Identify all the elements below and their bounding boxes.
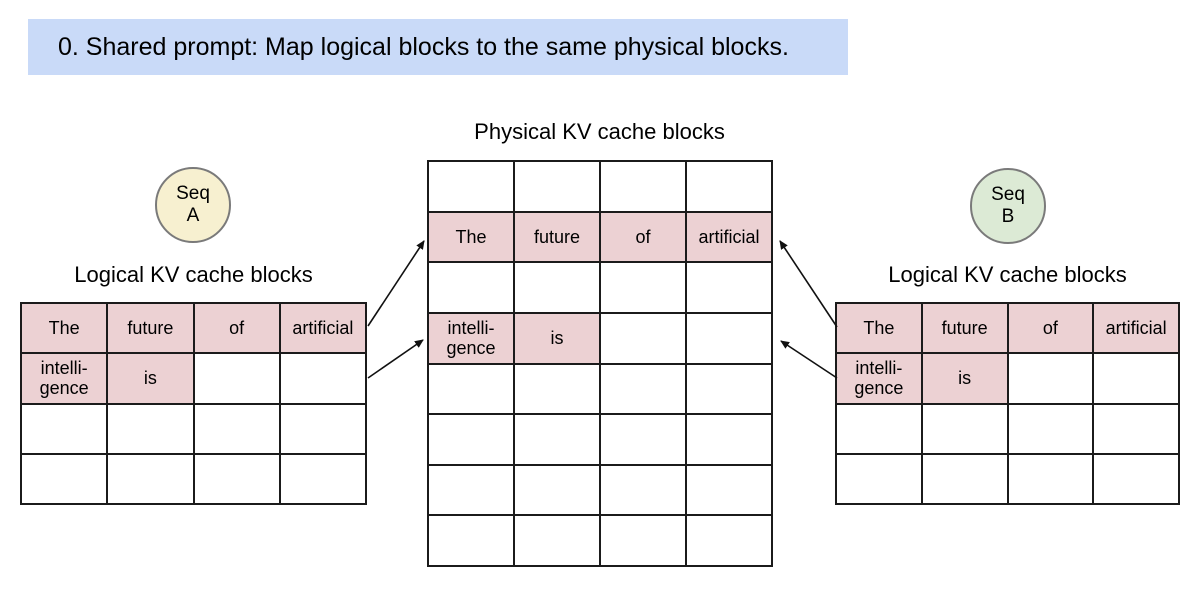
physical-kv-table-cell-r2-c2: future <box>514 211 600 263</box>
arrow-seq-b-block1-to-physical <box>780 340 838 379</box>
physical-kv-table-cell-r1-c4 <box>686 161 772 212</box>
physical-kv-table-cell-r1-c2 <box>514 161 600 212</box>
physical-kv-table-cell-r3-c3 <box>600 262 686 313</box>
physical-kv-table-cell-r8-c2 <box>514 515 600 566</box>
physical-blocks-title: Physical KV cache blocks <box>474 119 725 144</box>
logical-kv-table-seq-b-cell-r2-c3 <box>1007 353 1094 404</box>
seq-a-badge-line2: A <box>186 205 200 226</box>
logical-kv-table-seq-b-cell-r1-c4: artificial <box>1093 303 1179 354</box>
physical-kv-table-cell-r8-c1 <box>428 515 514 566</box>
arrow-seq-a-block0-to-physical <box>367 240 425 327</box>
physical-kv-table-cell-r7-c3 <box>600 464 686 516</box>
physical-kv-table-cell-r8-c4 <box>686 515 772 566</box>
seq-b-badge-line2: B <box>1001 206 1015 227</box>
physical-kv-table-cell-r7-c2 <box>514 464 600 516</box>
seq-b-badge: Seq B <box>970 168 1046 244</box>
logical-kv-table-seq-b-cell-r3-c4 <box>1093 403 1179 454</box>
physical-kv-table-cell-r7-c1 <box>428 464 514 516</box>
physical-kv-table-cell-r5-c4 <box>686 363 772 415</box>
seq-a-badge: Seq A <box>155 167 231 243</box>
logical-kv-table-seq-a-cell-r2-c3 <box>193 353 280 404</box>
logical-kv-table-seq-b-cell-r2-c4 <box>1093 353 1179 404</box>
logical-kv-table-seq-b-cell-r4-c4 <box>1093 453 1179 504</box>
logical-kv-table-seq-a-cell-r3-c1 <box>21 403 108 454</box>
physical-kv-table-cell-r3-c2 <box>514 262 600 313</box>
physical-kv-table-cell-r7-c4 <box>686 464 772 516</box>
logical-kv-table-seq-a-cell-r3-c4 <box>279 403 366 454</box>
physical-kv-table-cell-r1-c1 <box>428 161 514 212</box>
logical-kv-table-seq-a-cell-r4-c1 <box>21 453 108 504</box>
physical-kv-table-cell-r5-c1 <box>428 363 514 415</box>
logical-kv-table-seq-a-cell-r1-c2: future <box>107 303 194 354</box>
logical-kv-table-seq-a-cell-r2-c1: intelli- gence <box>21 353 108 404</box>
physical-kv-table-cell-r6-c3 <box>600 414 686 465</box>
logical-kv-table-seq-a-cell-r1-c1: The <box>21 303 108 354</box>
logical-kv-table-seq-b-cell-r3-c3 <box>1007 403 1094 454</box>
logical-kv-table-seq-a-cell-r3-c3 <box>193 403 280 454</box>
physical-kv-table-cell-r4-c3 <box>600 312 686 364</box>
logical-kv-table-seq-b-cell-r2-c1: intelli- gence <box>836 353 922 404</box>
logical-kv-table-seq-b-cell-r2-c2: is <box>921 353 1008 404</box>
physical-kv-table-cell-r6-c2 <box>514 414 600 465</box>
logical-blocks-title-seq-a: Logical KV cache blocks <box>74 262 313 287</box>
logical-kv-table-seq-b-cell-r3-c1 <box>836 403 922 454</box>
title-banner: 0. Shared prompt: Map logical blocks to … <box>28 19 848 75</box>
physical-kv-table-cell-r5-c3 <box>600 363 686 415</box>
arrow-seq-a-block1-to-physical <box>367 339 424 379</box>
physical-kv-table-cell-r6-c4 <box>686 414 772 465</box>
logical-kv-table-seq-b-cell-r4-c3 <box>1007 453 1094 504</box>
logical-kv-table-seq-a-cell-r1-c4: artificial <box>279 303 366 354</box>
logical-kv-table-seq-b-cell-r4-c1 <box>836 453 922 504</box>
physical-kv-table-cell-r2-c4: artificial <box>686 211 772 263</box>
physical-kv-table-cell-r4-c4 <box>686 312 772 364</box>
physical-kv-table-cell-r1-c3 <box>600 161 686 212</box>
title-banner-text: 0. Shared prompt: Map logical blocks to … <box>58 32 789 61</box>
seq-b-badge-line1: Seq <box>991 184 1025 206</box>
physical-kv-table-cell-r8-c3 <box>600 515 686 566</box>
logical-kv-table-seq-a-cell-r3-c2 <box>107 403 194 454</box>
arrow-seq-b-block0-to-physical <box>779 240 838 328</box>
physical-kv-table-cell-r4-c2: is <box>514 312 600 364</box>
logical-kv-table-seq-a-cell-r2-c2: is <box>107 353 194 404</box>
logical-kv-table-seq-a-cell-r1-c3: of <box>193 303 280 354</box>
physical-kv-table-cell-r5-c2 <box>514 363 600 415</box>
logical-kv-table-seq-b-cell-r1-c3: of <box>1007 303 1094 354</box>
logical-blocks-title-seq-b: Logical KV cache blocks <box>888 262 1127 287</box>
physical-kv-table-cell-r2-c3: of <box>600 211 686 263</box>
physical-kv-table-cell-r6-c1 <box>428 414 514 465</box>
physical-kv-table-cell-r4-c1: intelli- gence <box>428 312 514 364</box>
physical-kv-table-cell-r3-c1 <box>428 262 514 313</box>
seq-a-badge-line1: Seq <box>176 183 210 205</box>
physical-kv-table-cell-r2-c1: The <box>428 211 514 263</box>
logical-kv-table-seq-a-cell-r4-c2 <box>107 453 194 504</box>
logical-kv-table-seq-b-cell-r1-c1: The <box>836 303 922 354</box>
logical-kv-table-seq-b-cell-r4-c2 <box>921 453 1008 504</box>
logical-kv-table-seq-a-cell-r4-c4 <box>279 453 366 504</box>
logical-kv-table-seq-a-cell-r2-c4 <box>279 353 366 404</box>
logical-kv-table-seq-a-cell-r4-c3 <box>193 453 280 504</box>
physical-kv-table-cell-r3-c4 <box>686 262 772 313</box>
logical-kv-table-seq-b-cell-r1-c2: future <box>921 303 1008 354</box>
logical-kv-table-seq-b-cell-r3-c2 <box>921 403 1008 454</box>
